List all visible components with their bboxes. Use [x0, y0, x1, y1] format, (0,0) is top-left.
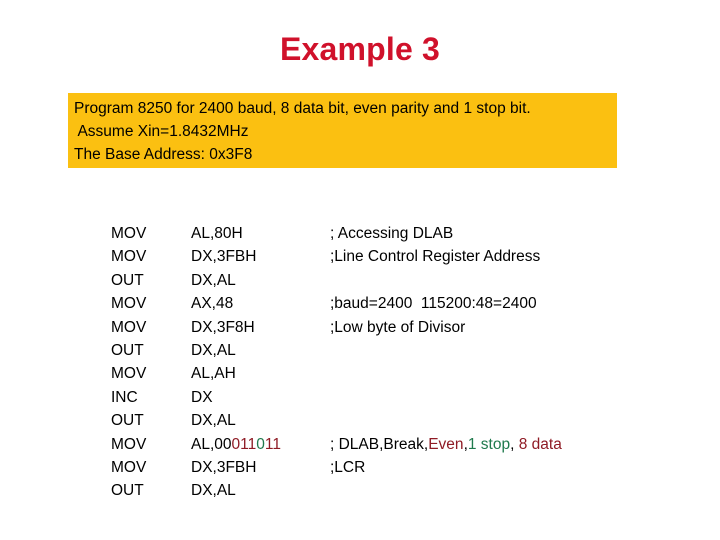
code-row: OUT DX,AL — [111, 409, 631, 432]
code-mnemonic: OUT — [111, 341, 144, 359]
problem-statement-banner: Program 8250 for 2400 baud, 8 data bit, … — [68, 93, 617, 168]
code-comment — [330, 409, 631, 432]
code-comment: ; Accessing DLAB — [330, 225, 454, 242]
code-row: OUT DX,AL — [111, 339, 631, 362]
code-operand: DX,3F8H — [191, 318, 255, 336]
code-comment — [330, 479, 631, 502]
code-comment — [330, 386, 631, 409]
code-operand: DX,AL — [191, 271, 236, 289]
code-segment: AL,00 — [191, 435, 232, 453]
code-mnemonic: OUT — [111, 412, 144, 430]
code-comment — [330, 269, 631, 292]
code-operand: DX,AL — [191, 341, 236, 359]
code-segment: Even — [428, 435, 464, 453]
code-segment: 11 — [264, 435, 281, 453]
code-operand: DX — [191, 388, 213, 406]
code-segment: , — [463, 435, 468, 453]
code-row: OUT DX,AL — [111, 269, 631, 292]
code-mnemonic: OUT — [111, 482, 144, 500]
code-operand: AL,80H — [191, 225, 243, 242]
code-mnemonic: MOV — [111, 318, 147, 336]
banner-line-3: The Base Address: 0x3F8 — [74, 146, 253, 163]
code-row: MOV AL,AH — [111, 362, 631, 385]
code-mnemonic: MOV — [111, 248, 147, 266]
code-operand: DX,3FBH — [191, 458, 257, 476]
code-operand: DX,3FBH — [191, 248, 257, 266]
code-mnemonic: MOV — [111, 435, 147, 453]
code-mnemonic: OUT — [111, 271, 144, 289]
code-row: MOV DX,3FBH ;Line Control Register Address — [111, 245, 631, 268]
code-mnemonic: INC — [111, 388, 138, 406]
code-operand: DX,AL — [191, 482, 236, 500]
code-operand: AX,48 — [191, 295, 234, 313]
code-comment: ;baud=2400 115200:48=2400 — [330, 295, 537, 313]
code-operand: AL,AH — [191, 365, 236, 383]
code-comment: ;LCR — [330, 458, 366, 476]
code-mnemonic: MOV — [111, 295, 147, 313]
code-operand: AL,00011011 — [191, 433, 330, 456]
code-segment: ; DLAB,Break, — [330, 435, 429, 453]
code-row: OUT DX,AL — [111, 479, 631, 502]
code-comment: ;Line Control Register Address — [330, 248, 541, 266]
code-segment: 011 — [231, 435, 257, 453]
code-comment: ;Low byte of Divisor — [330, 318, 466, 336]
code-comment — [330, 339, 631, 362]
code-operand: DX,AL — [191, 412, 236, 430]
page-title: Example 3 — [279, 31, 441, 67]
code-segment: 8 data — [518, 435, 562, 453]
code-segment: , — [510, 435, 519, 453]
code-segment: 1 stop — [467, 435, 511, 453]
code-row: MOV AX,48 ;baud=2400 115200:48=2400 — [111, 292, 631, 315]
banner-line-2: Assume Xin=1.8432MHz — [74, 123, 249, 140]
code-row: MOV AL,80H ; Accessing DLAB — [111, 222, 631, 245]
code-row: MOV DX,3FBH ;LCR — [111, 456, 631, 479]
code-row: INC DX — [111, 386, 631, 409]
code-comment — [330, 362, 631, 385]
assembly-code-listing: MOV AL,80H ; Accessing DLAB MOV DX,3FBH ;Line… — [111, 222, 631, 503]
code-segment: 0 — [256, 435, 265, 453]
banner-line-1: Program 8250 for 2400 baud, 8 data bit, … — [74, 100, 531, 117]
code-comment: ; DLAB,Break,Even,1 stop, 8 data — [330, 433, 631, 456]
code-mnemonic: MOV — [111, 225, 147, 242]
code-mnemonic: MOV — [111, 458, 147, 476]
code-row: MOV DX,3F8H ;Low byte of Divisor — [111, 316, 631, 339]
code-mnemonic: MOV — [111, 365, 147, 383]
